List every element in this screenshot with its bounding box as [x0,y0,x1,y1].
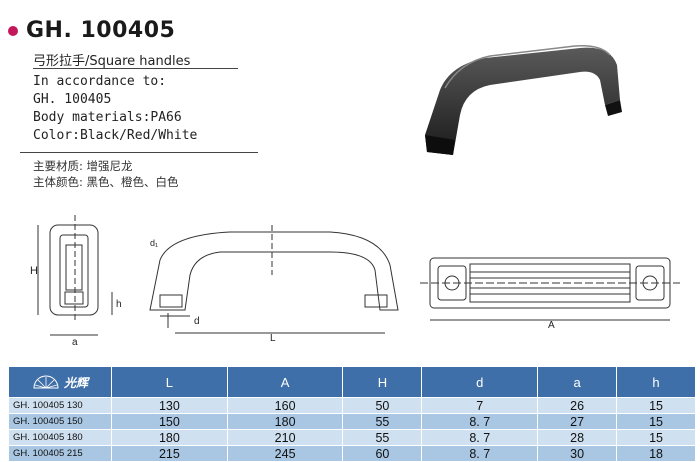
dimensions-table: 光辉 L A H d a h GH. 100405 130 130 160 50… [8,366,696,462]
product-photo [425,44,622,155]
model-cell: GH. 100405 180 [8,429,112,446]
cell-d: 8. 7 [421,429,539,446]
cell-L: 215 [111,445,228,462]
cell-L: 180 [111,429,228,446]
cn-spec-material: 主要材质: 增强尼龙 [33,159,133,173]
table-header-a: a [537,366,618,398]
brand-logo-text: 光辉 [63,375,88,390]
front-view-drawing [149,225,399,334]
spec-line-3: Body materials:PA66 [33,110,182,125]
table-header-d: d [421,366,539,398]
page-title: GH. 100405 [26,18,176,43]
dim-label-d1: d₁ [150,238,158,248]
table-header-h: h [616,366,696,398]
table-header-A: A [226,366,344,398]
title-row: GH. 100405 [8,18,175,43]
dim-label-h: h [116,299,122,310]
cell-H: 55 [342,429,423,446]
cell-L: 130 [111,397,228,414]
spec-line-2: GH. 100405 [33,92,112,107]
table-row: GH. 100405 150 150 180 55 8. 7 27 15 [8,413,696,430]
top-view-drawing [420,257,680,321]
spec-divider [20,152,258,153]
cell-h: 15 [616,413,696,430]
table-header-H: H [342,366,423,398]
model-cell: GH. 100405 215 [8,445,112,462]
cell-A: 210 [226,429,344,446]
cell-d: 8. 7 [421,413,539,430]
brand-logo: 光辉 [10,374,110,391]
table-logo-header: 光辉 [8,366,112,398]
cell-a: 27 [537,413,618,430]
table-row: GH. 100405 130 130 160 50 7 26 15 [8,397,696,414]
cn-spec-color: 主体颜色: 黑色、橙色、白色 [33,175,179,189]
cell-H: 60 [342,445,423,462]
cell-H: 50 [342,397,423,414]
cell-a: 26 [537,397,618,414]
cell-h: 18 [616,445,696,462]
dim-label-d: d [194,316,200,327]
cell-a: 30 [537,445,618,462]
cell-L: 150 [111,413,228,430]
cell-A: 180 [226,413,344,430]
cell-a: 28 [537,429,618,446]
cell-A: 245 [226,445,344,462]
spec-line-4: Color:Black/Red/White [33,128,198,143]
dim-label-H: H [30,265,38,277]
cell-H: 55 [342,413,423,430]
table-header-row: 光辉 L A H d a h [8,366,696,398]
page-subtitle: 弓形拉手/Square handles [33,54,191,69]
cell-A: 160 [226,397,344,414]
dim-label-L: L [270,333,276,344]
table-row: GH. 100405 215 215 245 60 8. 7 30 18 [8,445,696,462]
spec-line-1: In accordance to: [33,74,167,89]
table-header-L: L [111,366,228,398]
cell-h: 15 [616,429,696,446]
cell-d: 7 [421,397,539,414]
technical-drawings: H a h d₁ d L A [30,215,680,348]
title-bullet-icon [8,25,18,36]
dim-label-a: a [72,337,78,348]
model-cell: GH. 100405 130 [8,397,112,414]
subtitle-divider [33,68,238,69]
cell-d: 8. 7 [421,445,539,462]
dim-label-A: A [548,320,555,331]
sunrise-logo-icon [33,375,59,389]
table-row: GH. 100405 180 180 210 55 8. 7 28 15 [8,429,696,446]
model-cell: GH. 100405 150 [8,413,112,430]
cell-h: 15 [616,397,696,414]
side-view-drawing [37,215,113,336]
